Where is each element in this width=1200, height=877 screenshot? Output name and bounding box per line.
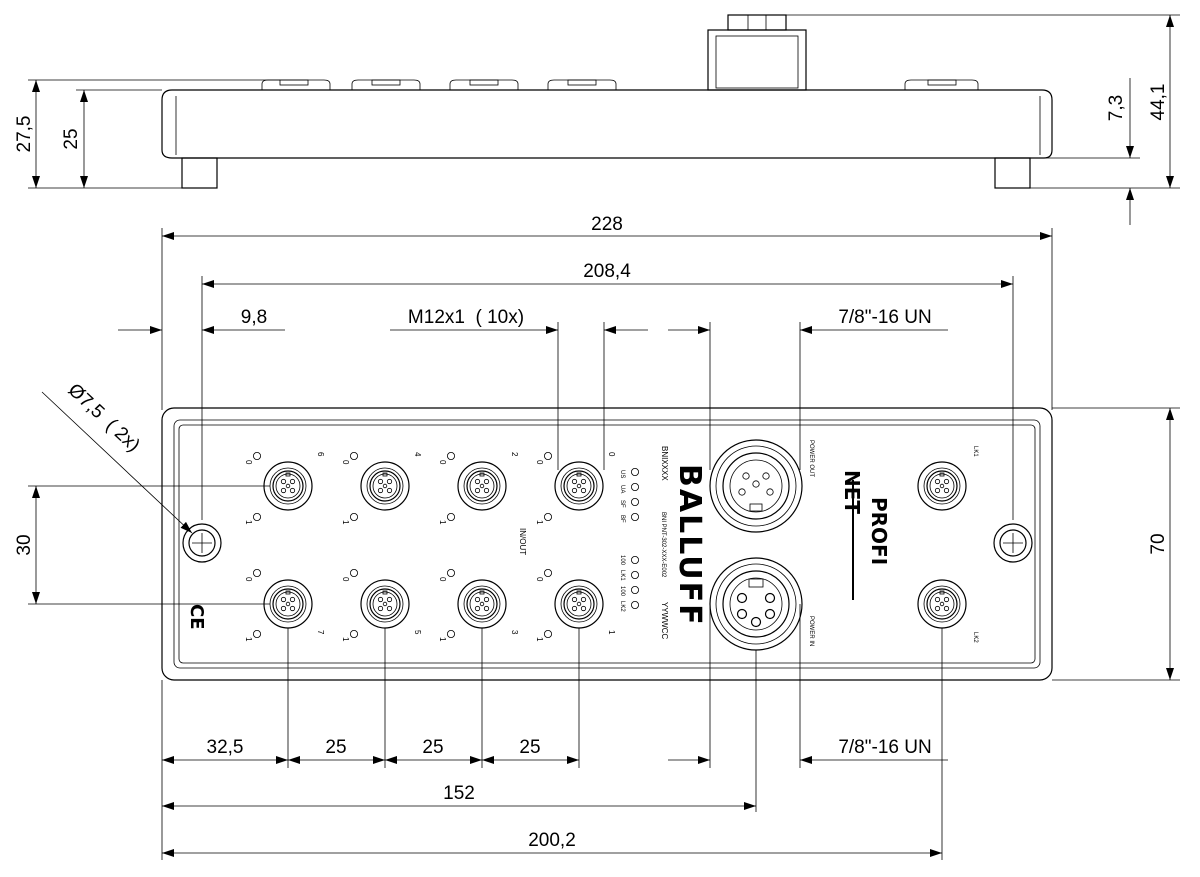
foot-right xyxy=(994,157,1031,189)
lk1-label: LK1 xyxy=(972,446,978,457)
port-labels: 0 1 0 1 0 1 0 1 0 1 0 1 0 1 0 1 6 4 2 0 … xyxy=(244,452,616,642)
svg-text:1: 1 xyxy=(341,637,350,642)
logo-line-1: PROFI xyxy=(867,497,891,565)
svg-text:1: 1 xyxy=(438,520,447,525)
dim-25-side: 25 xyxy=(61,128,82,149)
svg-text:6: 6 xyxy=(316,452,325,457)
svg-text:100: 100 xyxy=(619,586,625,597)
dim-27-5: 27,5 xyxy=(14,116,35,153)
svg-text:1: 1 xyxy=(341,520,350,525)
svg-text:1: 1 xyxy=(438,637,447,642)
svg-text:7: 7 xyxy=(316,630,325,635)
svg-text:3: 3 xyxy=(510,630,519,635)
part-number: BNI PNT-302-XXX-E002 xyxy=(660,512,666,578)
svg-text:2: 2 xyxy=(510,452,519,457)
top-view: 0 1 0 1 0 1 0 1 0 1 0 1 0 1 0 1 6 4 2 0 … xyxy=(161,407,1053,681)
dim-44-1: 44,1 xyxy=(1148,84,1169,121)
mounting-hole-left xyxy=(182,523,222,563)
power-in-connector xyxy=(709,557,803,651)
module-housing xyxy=(161,407,1053,681)
side-view: 27,5 25 7,3 44,1 xyxy=(14,14,1180,225)
m12-port-1 xyxy=(554,579,604,629)
svg-text:0: 0 xyxy=(244,577,253,582)
dim-hole-diameter: Ø7,5 ( 2x) xyxy=(64,380,144,457)
io-label: IN/OUT xyxy=(518,528,527,555)
side-housing xyxy=(161,89,1053,159)
svg-text:SF: SF xyxy=(619,500,625,508)
dim-200-2: 200,2 xyxy=(528,830,576,851)
svg-text:UA: UA xyxy=(619,485,625,493)
dim-228: 228 xyxy=(591,214,623,235)
svg-text:US: US xyxy=(619,470,625,478)
m12-port-0 xyxy=(554,461,604,511)
svg-text:0: 0 xyxy=(607,452,616,457)
status-leds: US UA SF BF 100 LK1 100 LK2 xyxy=(619,467,639,612)
bottom-dimensions: 32,5 25 25 25 7/8"-16 UN 152 200,2 xyxy=(161,604,948,860)
svg-text:1: 1 xyxy=(535,520,544,525)
dim-78-bottom: 7/8"-16 UN xyxy=(838,737,931,758)
side-power-connector xyxy=(707,29,807,91)
dim-m12x1: M12x1 ( 10x) xyxy=(408,307,524,328)
profinet-logo: PROFI NET xyxy=(840,470,891,600)
dim-30: 30 xyxy=(14,534,35,555)
model-code: BNIXXXX xyxy=(660,446,669,481)
power-out-connector xyxy=(709,439,803,533)
svg-text:0: 0 xyxy=(244,460,253,465)
foot-left xyxy=(181,157,218,189)
svg-text:0: 0 xyxy=(341,577,350,582)
svg-text:0: 0 xyxy=(341,460,350,465)
dim-25-c: 25 xyxy=(519,737,540,758)
brand-name: BALLUFF xyxy=(672,464,707,627)
m12-port-7 xyxy=(263,579,313,629)
svg-text:LK1: LK1 xyxy=(619,570,625,581)
dim-152: 152 xyxy=(443,783,475,804)
m12-port-5 xyxy=(360,579,410,629)
svg-text:4: 4 xyxy=(413,452,422,457)
dim-208-4: 208,4 xyxy=(583,261,631,282)
svg-text:0: 0 xyxy=(438,577,447,582)
dim-70: 70 xyxy=(1148,533,1169,554)
svg-text:BF: BF xyxy=(619,515,625,523)
dim-32-5: 32,5 xyxy=(207,737,244,758)
svg-text:LK2: LK2 xyxy=(619,601,625,612)
m12-port-6 xyxy=(263,461,313,511)
svg-text:0: 0 xyxy=(535,577,544,582)
svg-text:1: 1 xyxy=(535,637,544,642)
mounting-hole-right xyxy=(993,523,1033,563)
date-code: YYWWCC xyxy=(660,602,669,640)
dim-9-8: 9,8 xyxy=(241,307,267,328)
side-connectors xyxy=(261,14,979,91)
svg-text:1: 1 xyxy=(244,520,253,525)
dim-78-top: 7/8"-16 UN xyxy=(838,307,931,328)
power-out-label: POWER OUT xyxy=(808,440,814,477)
svg-text:100: 100 xyxy=(619,555,625,566)
lk2-port xyxy=(917,579,967,629)
svg-text:0: 0 xyxy=(535,460,544,465)
dim-7-3: 7,3 xyxy=(1106,95,1127,121)
svg-text:1: 1 xyxy=(244,637,253,642)
svg-text:0: 0 xyxy=(438,460,447,465)
m12-port-4 xyxy=(360,461,410,511)
svg-text:1: 1 xyxy=(607,630,616,635)
lk2-label: LK2 xyxy=(972,632,978,643)
ce-mark: CE xyxy=(186,604,207,630)
m12-port-2 xyxy=(457,461,507,511)
lk1-port xyxy=(917,461,967,511)
svg-text:5: 5 xyxy=(413,630,422,635)
power-in-label: POWER IN xyxy=(808,616,814,646)
dim-25-a: 25 xyxy=(325,737,346,758)
dim-25-b: 25 xyxy=(422,737,443,758)
m12-port-3 xyxy=(457,579,507,629)
